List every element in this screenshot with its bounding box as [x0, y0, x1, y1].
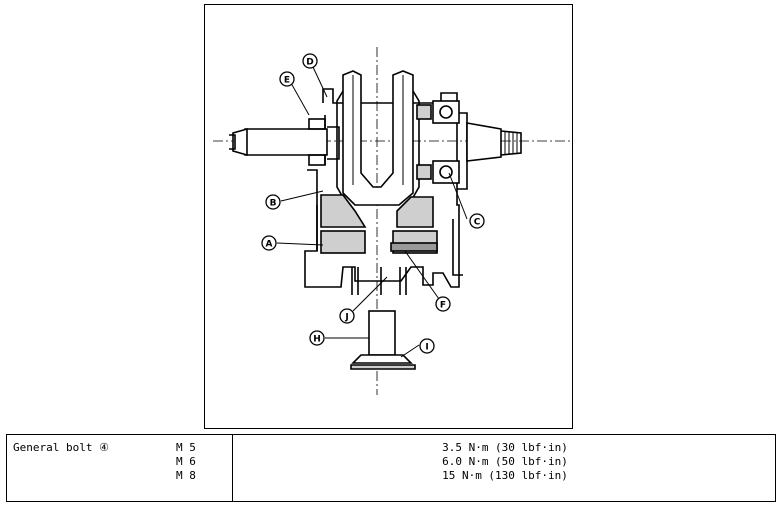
- callout-B-label: B: [270, 199, 277, 209]
- callout-E: E: [279, 71, 295, 87]
- item-label: General bolt ④: [13, 441, 109, 454]
- table-divider: [232, 435, 233, 501]
- callout-A: A: [261, 235, 277, 251]
- callout-H-label: H: [313, 335, 321, 345]
- callout-I-label: I: [425, 343, 428, 353]
- leader-lines: [276, 66, 468, 358]
- bearings: [416, 100, 460, 184]
- crankshaft-figure: D E B C A J F H I: [204, 4, 573, 429]
- torque-m6: 6.0 N·m (50 lbf·in): [442, 455, 568, 468]
- crank-shaft: [229, 118, 522, 166]
- callout-C: C: [469, 213, 485, 229]
- callout-D-label: D: [306, 58, 313, 68]
- gear-sections: [320, 194, 438, 254]
- callout-E-label: E: [284, 76, 290, 86]
- callout-F-label: F: [440, 301, 446, 311]
- size-m5: M 5: [176, 441, 196, 454]
- lower-pins: [351, 267, 407, 295]
- torque-table: General bolt ④ M 5 M 6 M 8 3.5 N·m (30 l…: [6, 434, 776, 502]
- crankshaft-drawing: [213, 47, 573, 395]
- torque-m8: 15 N·m (130 lbf·in): [442, 469, 568, 482]
- callout-D: D: [302, 53, 318, 69]
- callout-J: J: [339, 308, 355, 324]
- torque-m5: 3.5 N·m (30 lbf·in): [442, 441, 568, 454]
- callout-B: B: [265, 194, 281, 210]
- size-m8: M 8: [176, 469, 196, 482]
- callout-H: H: [309, 330, 325, 346]
- callout-A-label: A: [266, 240, 273, 250]
- callout-C-label: C: [474, 218, 481, 228]
- size-m6: M 6: [176, 455, 196, 468]
- callout-layer: D E B C A J F H I: [261, 53, 485, 354]
- oil-seal: [350, 310, 416, 370]
- callout-J-label: J: [344, 313, 348, 323]
- callout-F: F: [435, 296, 451, 312]
- callout-I: I: [419, 338, 435, 354]
- crank-webs: [336, 70, 420, 206]
